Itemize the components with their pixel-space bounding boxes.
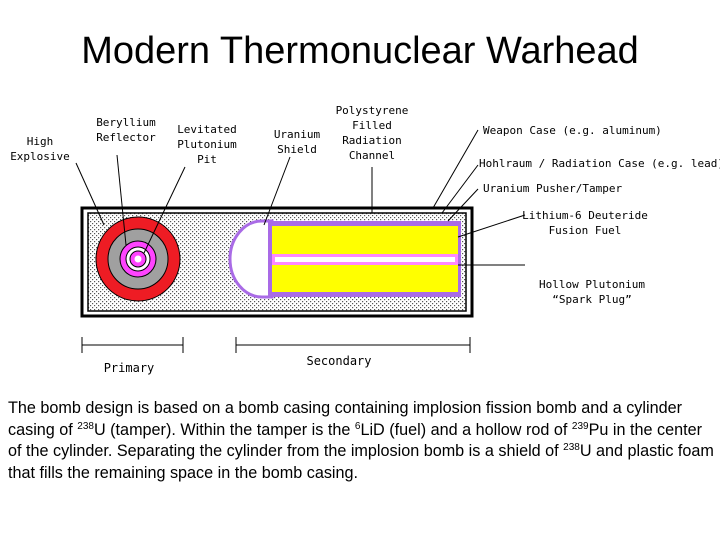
label-polystyrene-2: Filled bbox=[352, 119, 392, 132]
caption-part-5: U and plastic foam that fills the remain… bbox=[8, 442, 714, 482]
isotope-6-li: 6 bbox=[354, 420, 361, 432]
isotope-238-u-2: 238 bbox=[563, 442, 580, 453]
label-polystyrene-3: Radiation bbox=[342, 134, 402, 147]
label-levitated-1: Levitated bbox=[177, 123, 237, 136]
caption-paragraph: The bomb design is based on a bomb casin… bbox=[8, 398, 716, 484]
isotope-238-u: 238 bbox=[77, 420, 94, 432]
pit-center bbox=[134, 255, 142, 263]
label-levitated-3: Pit bbox=[197, 153, 217, 166]
label-high-explosive-2: Explosive bbox=[10, 150, 70, 163]
label-high-explosive-1: High bbox=[27, 135, 54, 148]
label-polystyrene-4: Channel bbox=[349, 149, 395, 162]
label-beryllium-2: Reflector bbox=[96, 131, 156, 144]
label-levitated-2: Plutonium bbox=[177, 138, 237, 151]
warhead-diagram: High Explosive Beryllium Reflector Levit… bbox=[10, 104, 720, 375]
label-spark-plug-1: Hollow Plutonium bbox=[539, 278, 645, 291]
label-weapon-case: Weapon Case (e.g. aluminum) bbox=[483, 124, 662, 137]
spark-plug-hollow bbox=[275, 257, 455, 262]
label-uranium-shield-1: Uranium bbox=[274, 128, 321, 141]
label-hohlraum: Hohlraum / Radiation Case (e.g. lead) bbox=[479, 157, 720, 170]
label-lithium-2: Fusion Fuel bbox=[549, 224, 622, 237]
label-uranium-shield-2: Shield bbox=[277, 143, 317, 156]
isotope-239-pu: 239 bbox=[571, 420, 589, 432]
secondary-bracket bbox=[235, 337, 471, 353]
label-polystyrene-1: Polystyrene bbox=[336, 104, 409, 117]
label-secondary: Secondary bbox=[306, 354, 371, 368]
label-spark-plug-2: “Spark Plug” bbox=[552, 293, 631, 306]
caption-part-2: U (tamper). Within the tamper is the bbox=[93, 420, 355, 439]
label-lithium-1: Lithium-6 Deuteride bbox=[522, 209, 648, 222]
slide-title: Modern Thermonuclear Warhead bbox=[81, 30, 639, 72]
label-primary: Primary bbox=[104, 361, 155, 375]
caption-part-1: The bomb design is based on a bomb casin… bbox=[8, 399, 682, 439]
primary-bracket bbox=[81, 337, 184, 353]
caption-part-4: Pu in the center of the cylinder. Separa… bbox=[8, 420, 702, 461]
uranium-shield bbox=[228, 219, 274, 299]
caption-part-3: LiD (fuel) and a hollow rod of bbox=[360, 420, 572, 439]
label-beryllium-1: Beryllium bbox=[96, 116, 156, 129]
label-pusher: Uranium Pusher/Tamper bbox=[483, 182, 622, 195]
